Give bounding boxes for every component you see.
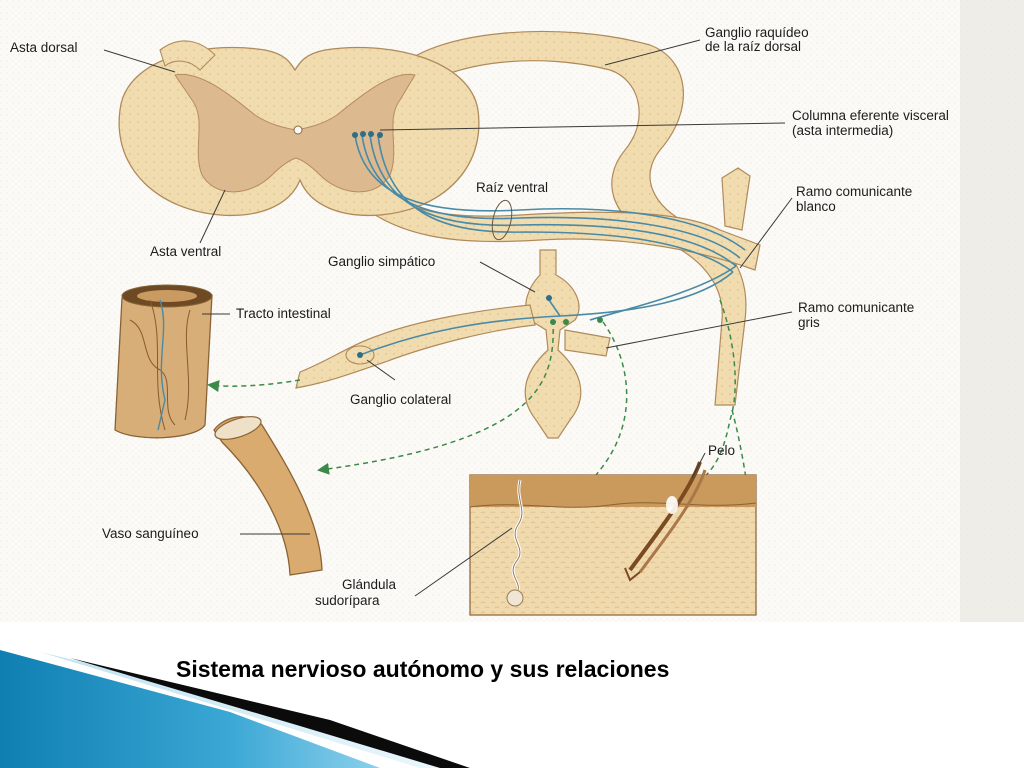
label-ganglio-raquideo-2: de la raíz dorsal (705, 39, 801, 54)
footer-decoration (0, 622, 1024, 768)
footer-blue-swoosh (0, 650, 380, 768)
label-ganglio-simpatico: Ganglio simpático (328, 254, 435, 269)
label-ramo-gris-1: Ramo comunicante (798, 300, 914, 315)
postganglionic-cell-bodies (550, 317, 603, 325)
label-ganglio-raquideo-1: Ganglio raquídeo (705, 25, 809, 40)
spinal-nerve-stub (721, 167, 751, 231)
label-vaso-sanguineo: Vaso sanguíneo (102, 526, 199, 541)
ventral-root (344, 169, 761, 271)
splanchnic-nerve (295, 304, 536, 389)
label-asta-ventral: Asta ventral (150, 244, 221, 259)
blood-vessel (213, 416, 323, 576)
label-ramo-blanco-2: blanco (796, 199, 836, 214)
preganglionic-fibers (354, 134, 746, 356)
fiber-cell-bodies (352, 131, 552, 358)
label-tracto-intestinal: Tracto intestinal (236, 306, 331, 321)
label-raiz-ventral: Raíz ventral (476, 180, 548, 195)
label-ramo-blanco-1: Ramo comunicante (796, 184, 912, 199)
label-ganglio-colateral: Ganglio colateral (350, 392, 451, 407)
label-columna-eferente-2: (asta intermedia) (792, 123, 893, 138)
skin-section (469, 461, 757, 616)
gray-ramus-stub (564, 329, 611, 357)
ventral-root-marker (491, 199, 513, 241)
slide-caption: Sistema nervioso autónomo y sus relacion… (176, 656, 670, 682)
label-glandula-2: sudorípara (315, 593, 380, 608)
label-glandula-1: Glándula (342, 577, 397, 592)
label-asta-dorsal: Asta dorsal (10, 40, 78, 55)
intestinal-tract (114, 284, 213, 439)
footer-dark-swoosh (70, 658, 470, 768)
label-pelo: Pelo (708, 443, 735, 458)
page-edge-shadow (960, 0, 1024, 622)
label-ramo-gris-2: gris (798, 315, 820, 330)
label-columna-eferente-1: Columna eferente visceral (792, 108, 949, 123)
leader-lines (103, 39, 793, 597)
autonomic-nervous-system-diagram: Asta dorsal Ganglio raquídeo de la raíz … (0, 0, 1024, 622)
